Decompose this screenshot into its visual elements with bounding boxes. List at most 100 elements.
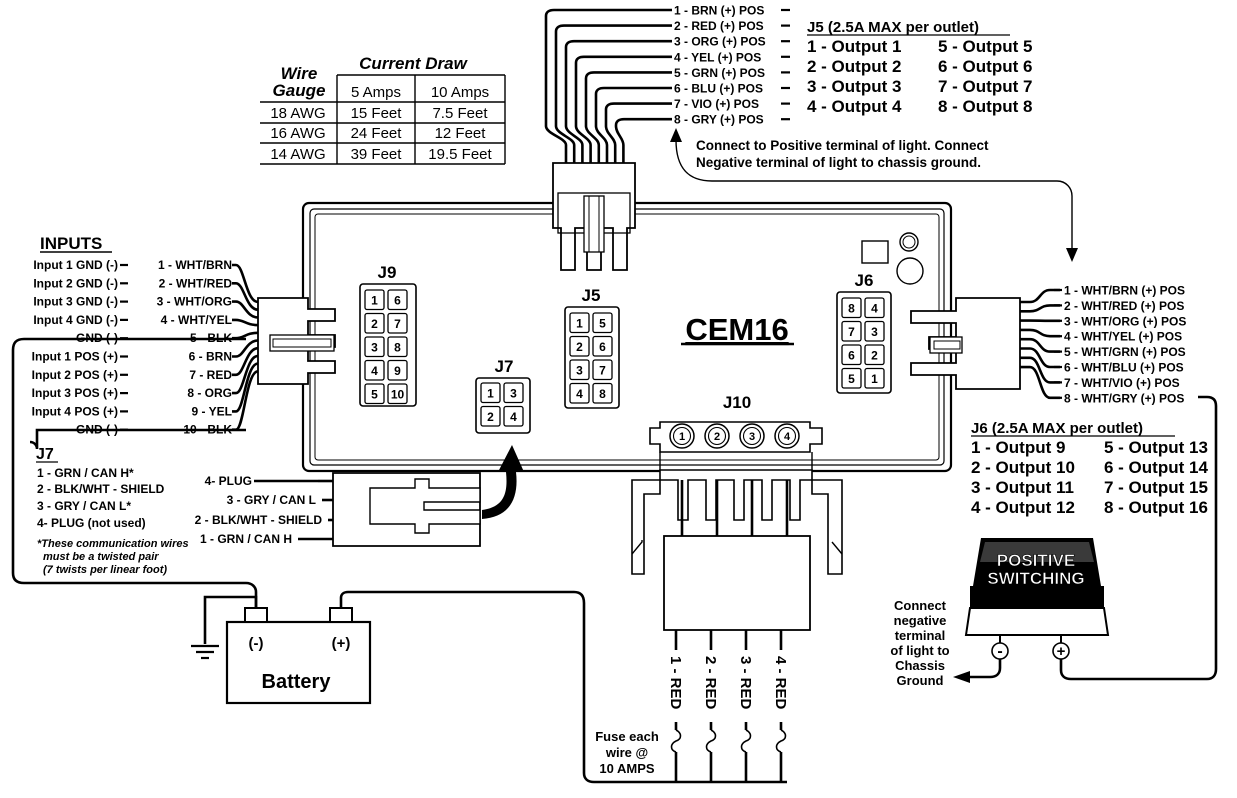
j6-pin-cell [864, 344, 885, 366]
j6-legend-item: 7 - Output 15 [1104, 478, 1208, 497]
j9-pin-cell [364, 383, 385, 405]
amps10-cell: 12 Feet [435, 125, 487, 142]
j6-legend-item: 6 - Output 14 [1104, 458, 1208, 477]
positive-switching-light: POSITIVE SWITCHING - + [953, 395, 1218, 683]
light-neg-sign: - [997, 643, 1002, 660]
j5-pin-cell [592, 312, 613, 334]
arrow-left-icon [953, 671, 970, 683]
j6-legend-item: 3 - Output 11 [971, 478, 1074, 497]
j6-legend-item: 5 - Output 13 [1104, 438, 1208, 457]
j10-pin-number: 1 [679, 431, 685, 443]
input-wire-label: 8 - ORG [187, 386, 232, 400]
j5-pin-cell [569, 382, 590, 404]
input-wire-label: 9 - YEL [192, 404, 232, 418]
j10-pin-number: 2 [714, 431, 720, 443]
j7-legend: J7 1 - GRN / CAN H* 2 - BLK/WHT - SHIELD… [36, 446, 189, 576]
j6-pin-cell [841, 297, 862, 319]
j5-wire-label: 7 - VIO (+) POS [674, 97, 759, 111]
light-pos-sign: + [1057, 643, 1066, 660]
fuse-icon [775, 729, 787, 753]
ground-note-line: of light to [890, 643, 949, 658]
current-draw-title: Current Draw [359, 54, 468, 73]
j5-legend-item: 4 - Output 4 [807, 97, 902, 116]
arrow-down-icon [1066, 248, 1078, 262]
input-wire-label: 6 - BRN [189, 350, 232, 364]
input-function-label: Input 1 GND (-) [33, 258, 118, 272]
ground-note-line: terminal [895, 628, 946, 643]
j9-pin-number: 2 [371, 317, 378, 331]
input-function-label: Input 3 GND (-) [33, 295, 118, 309]
cem16-module: CEM16 [301, 201, 953, 473]
j7-legend-item: 1 - GRN / CAN H* [37, 466, 134, 480]
j5-pin-number: 1 [576, 316, 583, 330]
j9-pin-number: 4 [371, 364, 378, 378]
mount-hole-icon [896, 257, 924, 285]
j9-pin-cell [387, 312, 408, 334]
amps5-cell: 24 Feet [351, 125, 403, 142]
j5-wire-label: 8 - GRY (+) POS [674, 113, 764, 127]
j5-legend-item: 2 - Output 2 [807, 57, 901, 76]
j9-pin-cell [364, 336, 385, 358]
j6-pin-number: 4 [871, 301, 878, 315]
j9-pin-number: 7 [394, 317, 401, 331]
module-title: CEM16 [685, 312, 788, 347]
fuse-icon [740, 729, 752, 753]
j7-legend-item: 2 - BLK/WHT - SHIELD [37, 482, 165, 496]
j10-wire-label: 4 - RED [772, 656, 789, 710]
j5-wire-label: 6 - BLU (+) POS [674, 82, 763, 96]
battery-neg-terminal [244, 607, 268, 623]
battery-label: Battery [262, 671, 332, 693]
current-draw-table: Current Draw Wire Gauge 5 Amps 10 Amps 1… [260, 54, 506, 165]
j6-wire-label: 3 - WHT/ORG (+) POS [1064, 314, 1186, 328]
j9-pin-cell [364, 359, 385, 381]
inputs-title: INPUTS [40, 234, 102, 253]
note-line: Negative terminal of light to chassis gr… [696, 155, 981, 170]
j5-wire-label: 1 - BRN (+) POS [674, 4, 764, 18]
j7-pin-number: 1 [487, 386, 494, 400]
j5-pin-number: 4 [576, 387, 583, 401]
j5-wire-label: 3 - ORG (+) POS [674, 35, 766, 49]
j6-wire-label: 5 - WHT/GRN (+) POS [1064, 345, 1186, 359]
gauge-cell: 18 AWG [270, 105, 325, 122]
j6-legend-item: 1 - Output 9 [971, 438, 1065, 457]
j6-pin-cell [841, 344, 862, 366]
j9-pin-cell [364, 289, 385, 311]
j7-legend-item: 3 - GRY / CAN L* [37, 499, 131, 513]
j6-pin-number: 1 [871, 372, 878, 386]
j6-wire-label: 6 - WHT/BLU (+) POS [1064, 361, 1184, 375]
curved-arrow-icon [482, 445, 524, 519]
j7-wire-label: 1 - GRN / CAN H [200, 532, 292, 546]
j5-harness [544, 8, 672, 271]
j9-pin-cell [387, 383, 408, 405]
j10-wire-label: 1 - RED [667, 656, 684, 710]
ground-note-line: negative [894, 613, 947, 628]
j9-pin-number: 10 [391, 387, 405, 401]
j7-note: (7 twists per linear foot) [43, 564, 167, 576]
amps5-cell: 39 Feet [351, 146, 403, 163]
j7-note: *These communication wires [37, 538, 189, 550]
fuse-note-line: Fuse each [595, 729, 659, 744]
j7-wire-label: 4- PLUG [205, 474, 252, 488]
j6-legend-item: 8 - Output 16 [1104, 498, 1208, 517]
j5-pin-number: 8 [599, 387, 606, 401]
fuse-icon [670, 729, 682, 753]
j6-pin-cell [864, 367, 885, 389]
j9-pin-number: 1 [371, 293, 378, 307]
j7-harness: 4- PLUG 3 - GRY / CAN L 2 - BLK/WHT - SH… [195, 445, 524, 547]
j5-pin-cell [569, 335, 590, 357]
ground-note-line: Connect [894, 598, 947, 613]
input-wire-label: 7 - RED [189, 368, 232, 382]
j5-legend: J5 (2.5A MAX per outlet) 1 - Output 1 2 … [807, 19, 1032, 116]
j6-legend-item: 4 - Output 12 [971, 498, 1075, 517]
fuse-icon [705, 729, 717, 753]
j6-wire-label: 2 - WHT/RED (+) POS [1064, 299, 1184, 313]
j6-legend: J6 (2.5A MAX per outlet) 1 - Output 9 2 … [971, 420, 1208, 517]
j9-pin-cell [387, 359, 408, 381]
j6-wire-label: 7 - WHT/VIO (+) POS [1064, 376, 1180, 390]
